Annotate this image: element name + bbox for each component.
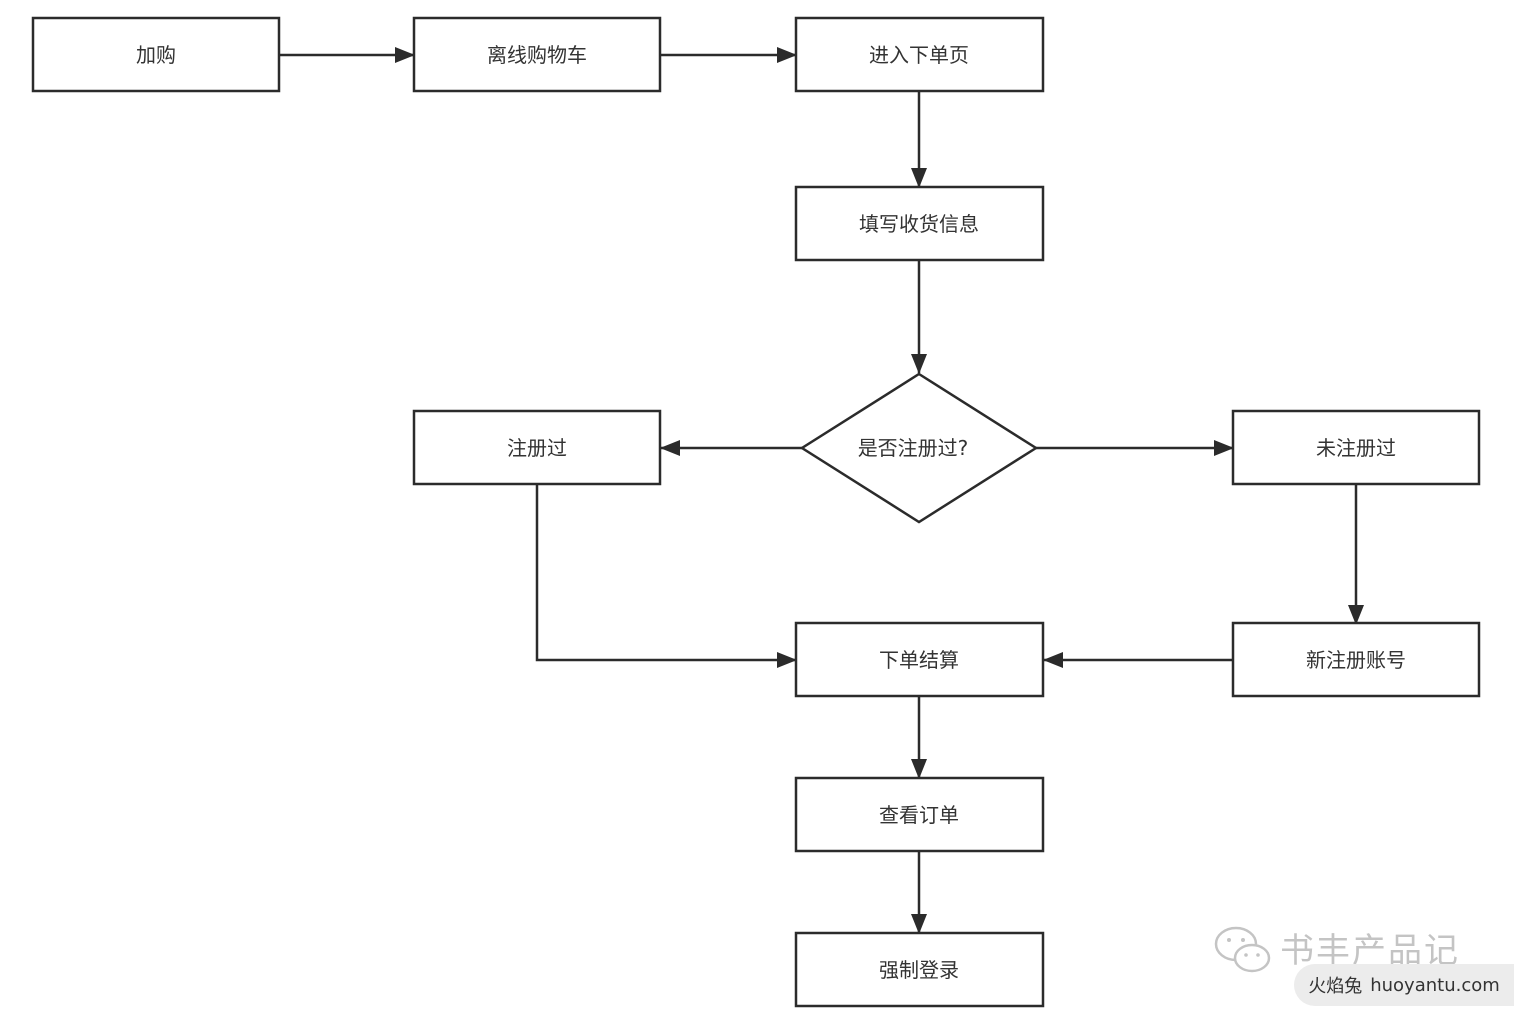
node-registered-label: 注册过 xyxy=(507,436,567,460)
node-view-order: 查看订单 xyxy=(794,776,1045,853)
wechat-icon xyxy=(1214,926,1271,973)
source-badge-domain: huoyantu.com xyxy=(1370,974,1500,996)
node-is-registered-decision: 是否注册过? xyxy=(799,372,1039,524)
node-checkout-label: 下单结算 xyxy=(879,648,959,672)
source-badge: 火焰兔 huoyantu.com xyxy=(1294,964,1514,1006)
node-new-account: 新注册账号 xyxy=(1231,621,1481,698)
edges xyxy=(279,47,1364,934)
node-force-login-label: 强制登录 xyxy=(879,958,959,982)
node-add-to-cart-label: 加购 xyxy=(136,43,176,67)
node-is-registered-label: 是否注册过? xyxy=(858,436,969,460)
node-offline-cart: 离线购物车 xyxy=(412,16,662,93)
node-checkout: 下单结算 xyxy=(794,621,1045,698)
node-not-registered: 未注册过 xyxy=(1231,409,1481,486)
node-offline-cart-label: 离线购物车 xyxy=(487,43,587,67)
node-enter-order-page-label: 进入下单页 xyxy=(869,43,969,67)
node-view-order-label: 查看订单 xyxy=(879,803,959,827)
node-registered: 注册过 xyxy=(412,409,662,486)
node-enter-order-page: 进入下单页 xyxy=(794,16,1045,93)
node-new-account-label: 新注册账号 xyxy=(1306,648,1406,672)
edge-registered-to-checkout xyxy=(535,485,797,668)
node-force-login: 强制登录 xyxy=(794,931,1045,1008)
node-not-registered-label: 未注册过 xyxy=(1316,436,1396,460)
node-fill-shipping-info: 填写收货信息 xyxy=(794,185,1045,262)
node-fill-shipping-info-label: 填写收货信息 xyxy=(859,212,979,236)
node-add-to-cart: 加购 xyxy=(31,16,281,93)
source-badge-brand: 火焰兔 xyxy=(1308,976,1363,997)
